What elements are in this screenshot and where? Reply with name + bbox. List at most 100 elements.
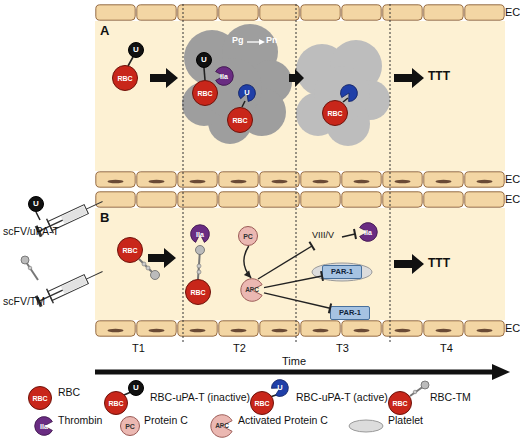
vessel-lumen [95,208,505,320]
node-outline [35,417,53,436]
inhibition-bar [321,271,323,281]
rbc-cell: RBC [250,391,274,415]
node-text: U [277,384,282,392]
node-text: RBC [392,400,407,407]
connector [244,246,251,278]
endothelial-band [95,320,505,337]
time-divider [390,4,391,342]
time-divider [183,4,390,342]
thrombin: IIa [34,416,54,436]
node-text: RBC [122,247,137,254]
node-outline [241,279,262,302]
thrombin: IIa [358,222,378,242]
time-divider [296,4,297,342]
tm-bead [197,270,201,274]
node-text: U [201,56,207,64]
block-arrow [150,68,178,88]
node-text: IIa [40,423,48,430]
binding-stick [36,212,40,220]
rbc-cell: RBC [322,100,348,126]
tm-bead [28,266,32,270]
legend-text: Protein C [144,414,188,426]
syringe-fluid [61,206,87,224]
node-text: RBC [108,400,123,407]
upa-active-symbol [338,82,361,104]
legend-item: Protein C [144,414,188,426]
node-text: U [133,384,139,392]
node-outline [216,67,234,86]
legend-text: Activated Protein C [238,414,328,426]
panel-letter: A [100,24,109,38]
tissue-label: EC [505,193,520,205]
time-point: T4 [440,342,453,354]
panel-letter: B [100,211,109,225]
node-text: U [33,200,39,208]
rbc-cell: RBC [192,80,218,106]
legend-text: RBC-uPA-T (active) [296,391,388,403]
tm-bead [146,266,150,270]
legend-item: Thrombin [58,414,102,426]
rbc-cell: RBC [185,279,211,305]
node-text: PAR-1 [339,309,361,317]
node-outline [360,223,378,242]
molecule-label: Pg [232,36,244,46]
block-arrow [289,69,304,87]
node-text: APC [245,287,259,294]
protein-c: PC [238,226,258,246]
node-text: U [133,46,139,54]
node-text: U [244,89,249,97]
node-text: RBC [197,90,212,97]
activated-protein-c: APC [210,414,234,438]
legend-text: RBC-uPA-T (inactive) [150,391,250,403]
block-arrow [148,68,424,274]
tm-stalk [139,259,152,272]
pg-pn-arrow [247,41,260,42]
time-point: T2 [233,342,246,354]
node-outline [211,415,232,438]
rbc-cell: RBC [388,391,412,415]
thrombin: IIa [190,224,210,244]
block-arrow [148,248,176,268]
arrow-head [259,39,265,45]
endothelial-band [95,171,505,188]
rbc-cell: RBC [28,386,52,410]
upa-active: U [238,84,256,102]
upa-inactive: U [196,52,212,68]
legend-text: Platelet [388,414,423,426]
node-text: IIa [364,229,372,236]
syringe-needle [86,271,102,279]
rbc-cell: RBC [117,237,143,263]
inhibition-line [342,234,355,237]
node-outline [236,82,257,103]
time-point: T1 [132,342,145,354]
tm-bead [142,262,146,266]
arrow-head [244,270,251,278]
upa-active: U [271,379,289,397]
tm-bead [413,390,417,394]
syringe-flange [47,289,54,304]
block-arrow [394,68,424,88]
tm-stalk [26,262,38,280]
node-text: RBC [32,395,47,402]
connector-line [264,276,322,288]
clot-cloud [182,24,292,144]
rbc-cell: RBC [104,391,128,415]
tm-head [21,256,29,264]
inhibition-bar [329,303,331,313]
time-point: T3 [336,342,349,354]
block-arrow [394,254,424,274]
activated-protein-c: APC [240,278,264,302]
node-outline [191,225,210,243]
upa-inactive: U [28,196,44,212]
agent-label: scFV/uPA-T [3,226,59,238]
legend-item: RBC-TM [430,391,471,403]
agent-label: scFV/TM [3,296,45,308]
axis-label: Time [282,355,306,367]
inhibition-bar [309,242,314,251]
protein-c: PC [120,416,140,436]
par1-receptor: PAR-1 [322,265,362,279]
inhibition-line [258,229,356,279]
